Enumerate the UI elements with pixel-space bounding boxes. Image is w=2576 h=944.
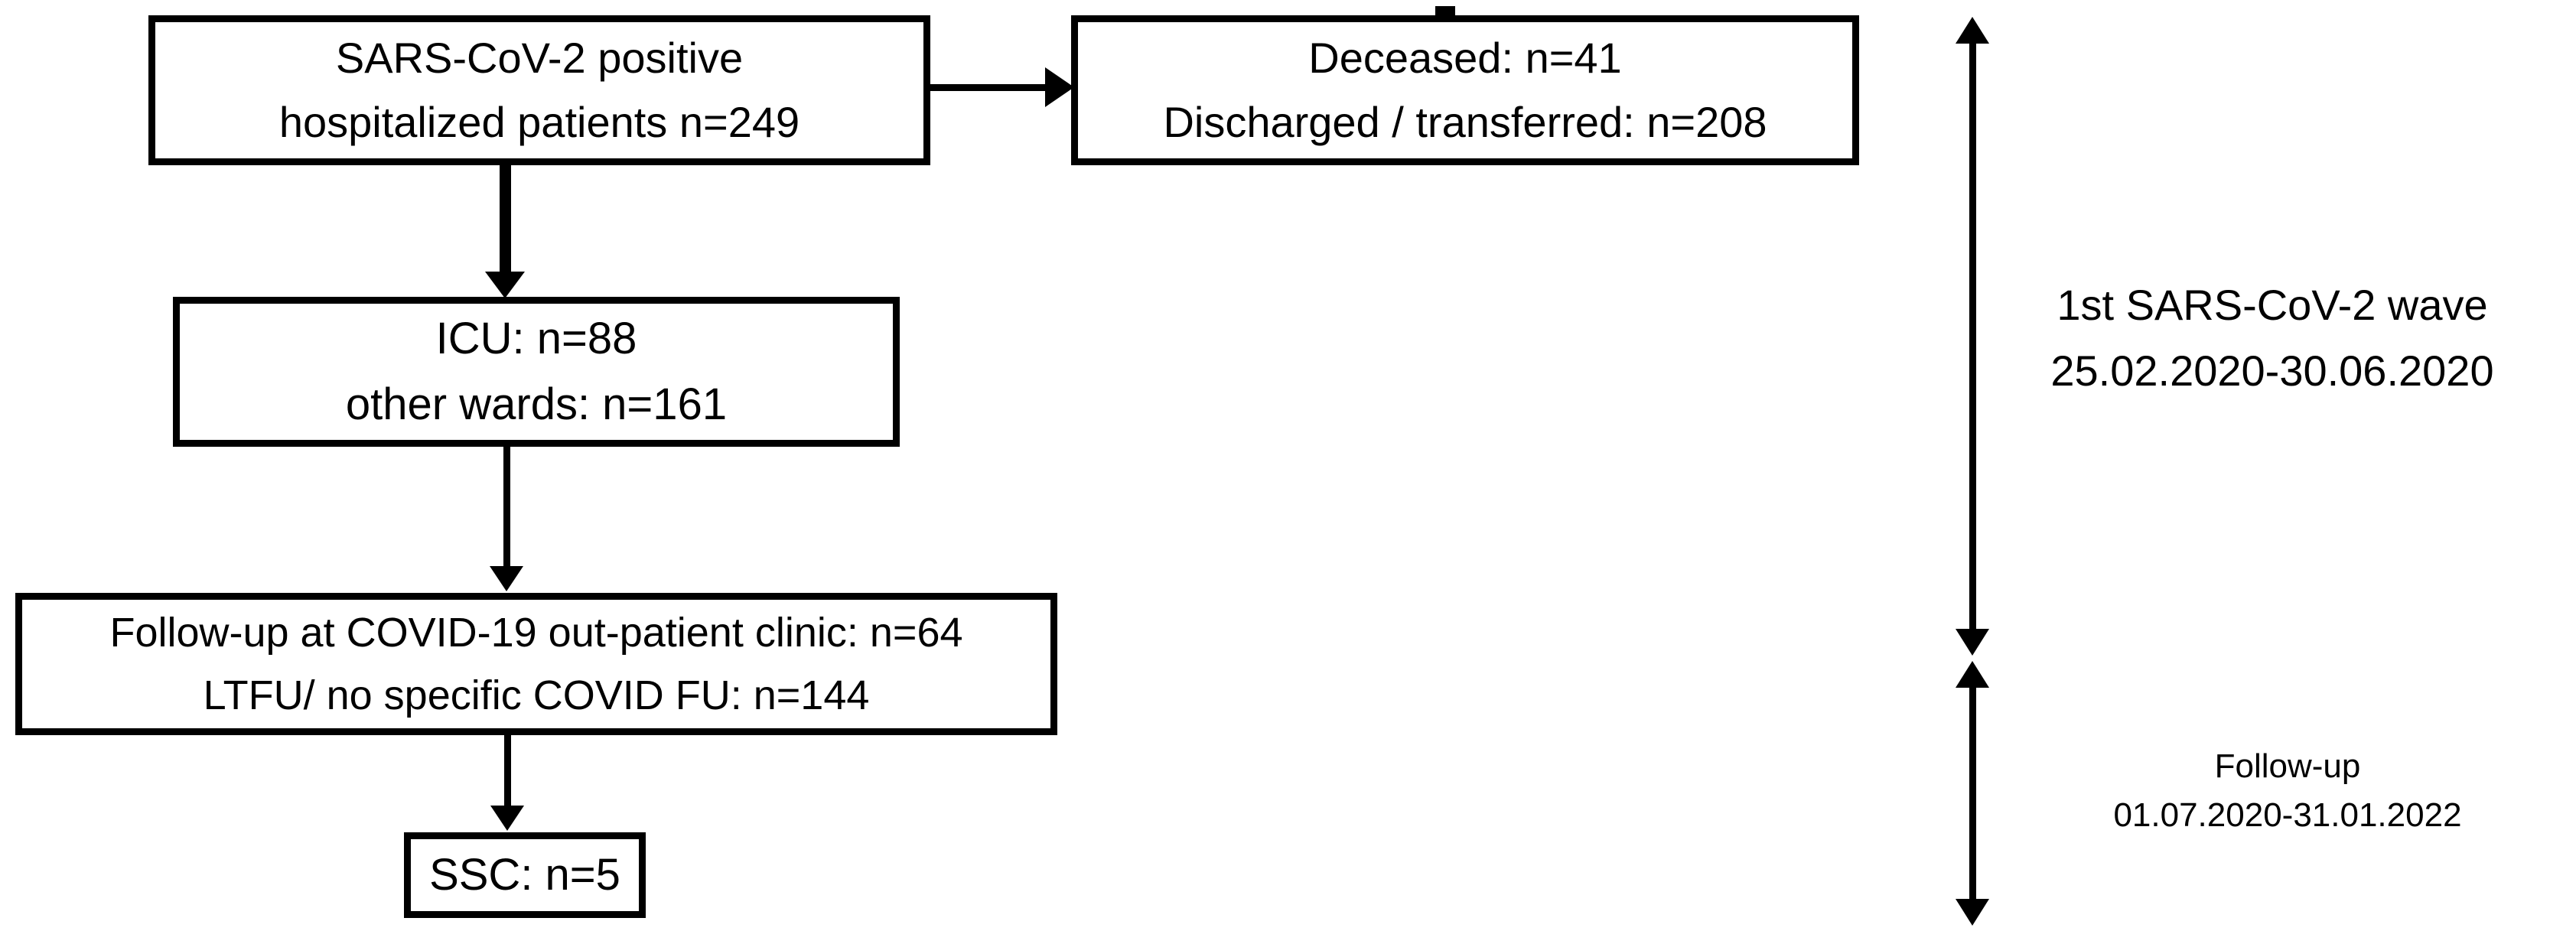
node-text: hospitalized patients n=249 [278,98,800,146]
label-text: 25.02.2020-30.06.2020 [2050,347,2494,395]
timeline-arrow-wave1 [1969,40,1976,633]
node-deceased-discharged: Deceased: n=41 Discharged / transferred:… [1071,15,1859,165]
arrowhead-down-icon [485,272,525,298]
arrow-source-to-outcome [927,84,1048,91]
label-text: Follow-up [2214,747,2361,785]
label-text: 1st SARS-CoV-2 wave [2057,281,2488,329]
node-hospitalized-patients: SARS-CoV-2 positive hospitalized patient… [148,15,930,165]
arrow-source-to-wards [500,161,511,275]
arrow-followup-to-ssc [504,732,511,809]
arrowhead-down-icon [1956,629,1989,656]
timeline-arrow-followup [1969,684,1976,901]
node-text: SSC: n=5 [429,850,620,900]
arrowhead-up-icon [1956,661,1989,688]
node-text: other wards: n=161 [345,379,728,429]
node-followup-clinic: Follow-up at COVID-19 out-patient clinic… [15,593,1057,735]
label-text: 01.07.2020-31.01.2022 [2113,796,2462,834]
tick-mark [1435,6,1455,15]
label-followup-period: Follow-up 01.07.2020-31.01.2022 [2081,742,2494,840]
arrowhead-right-icon [1045,67,1074,107]
arrowhead-down-icon [490,566,523,591]
node-ssc: SSC: n=5 [404,832,646,918]
arrow-wards-to-followup [503,444,510,569]
arrowhead-down-icon [1956,899,1989,926]
node-text: Discharged / transferred: n=208 [1163,98,1767,146]
node-text: ICU: n=88 [435,314,637,363]
arrowhead-down-icon [490,806,524,831]
node-text: SARS-CoV-2 positive [335,34,744,82]
node-text: LTFU/ no specific COVID FU: n=144 [203,672,870,718]
node-text: Deceased: n=41 [1308,34,1622,82]
node-icu-other-wards: ICU: n=88 other wards: n=161 [173,297,900,447]
arrowhead-up-icon [1956,17,1989,44]
label-wave1-period: 1st SARS-CoV-2 wave 25.02.2020-30.06.202… [1997,272,2548,404]
node-text: Follow-up at COVID-19 out-patient clinic… [109,610,963,656]
